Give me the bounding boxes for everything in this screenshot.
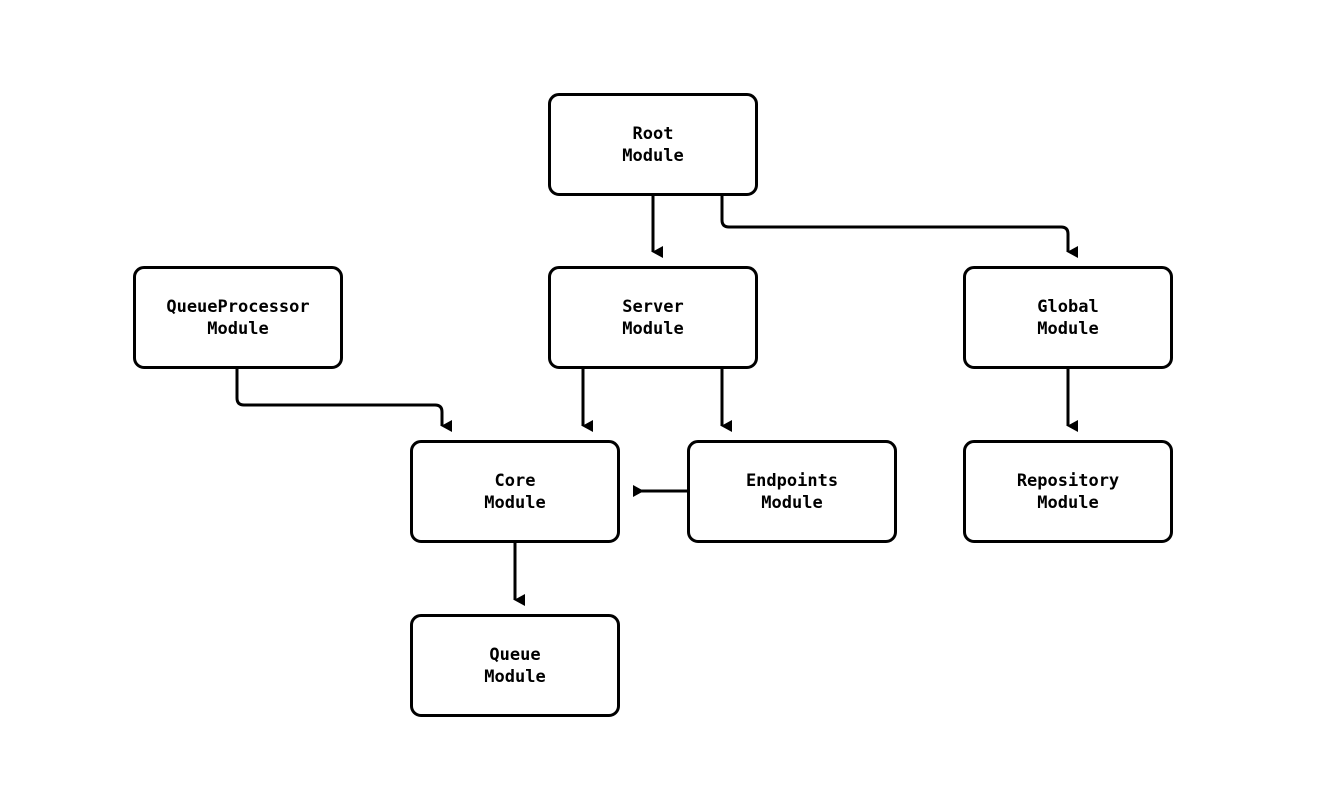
node-root-module-label-line2: Module <box>622 145 684 166</box>
node-global-module-label-line1: Global <box>1037 296 1099 317</box>
node-queue-module-label-line2: Module <box>484 666 546 687</box>
node-repository-module-label-line1: Repository <box>1016 470 1120 491</box>
node-core-module-label-line2: Module <box>484 492 546 513</box>
node-server-module-label-line2: Module <box>622 318 684 339</box>
node-repository-module[interactable]: Repository Module <box>963 440 1173 543</box>
node-queue-module[interactable]: Queue Module <box>410 614 620 717</box>
node-repository-module-label-line2: Module <box>1037 492 1099 513</box>
node-root-module[interactable]: Root Module <box>548 93 758 196</box>
node-server-module[interactable]: Server Module <box>548 266 758 369</box>
node-server-module-label-line1: Server <box>622 296 684 317</box>
edge-queueprocessor-to-core <box>235 369 452 432</box>
node-root-module-label-line1: Root <box>632 123 674 144</box>
node-core-module-label-line1: Core <box>494 470 536 491</box>
node-endpoints-module-label-line1: Endpoints <box>745 470 839 491</box>
node-endpoints-module[interactable]: Endpoints Module <box>687 440 897 543</box>
node-global-module-label-line2: Module <box>1037 318 1099 339</box>
node-global-module[interactable]: Global Module <box>963 266 1173 369</box>
edge-root-to-global <box>720 196 1078 258</box>
node-core-module[interactable]: Core Module <box>410 440 620 543</box>
node-queueprocessor-module[interactable]: QueueProcessor Module <box>133 266 343 369</box>
node-queueprocessor-module-label-line2: Module <box>207 318 269 339</box>
node-endpoints-module-label-line2: Module <box>761 492 823 513</box>
node-queue-module-label-line1: Queue <box>489 644 541 665</box>
node-queueprocessor-module-label-line1: QueueProcessor <box>166 296 310 317</box>
